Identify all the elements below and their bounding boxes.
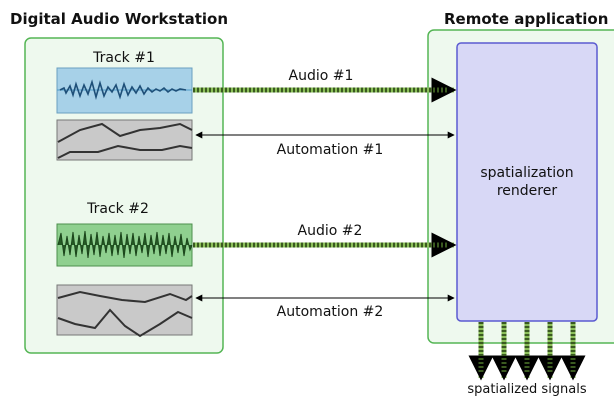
track1-waveform	[56, 67, 193, 114]
automation1-label: Automation #1	[277, 142, 384, 158]
spatialization-renderer	[456, 42, 598, 322]
daw-title: Digital Audio Workstation	[10, 10, 228, 28]
output-arrows	[468, 322, 586, 381]
daw-panel	[24, 37, 224, 354]
track1-label: Track #1	[92, 50, 155, 66]
renderer-label-line2: renderer	[497, 183, 557, 199]
remote-title: Remote application	[444, 10, 608, 28]
renderer-label-line1: spatialization	[480, 165, 573, 181]
automation2-label: Automation #2	[277, 304, 384, 320]
audio1-label: Audio #1	[289, 68, 354, 84]
track2-label: Track #2	[86, 201, 149, 217]
track1-automation	[56, 119, 193, 161]
track2-waveform	[56, 223, 193, 267]
audio2-label: Audio #2	[298, 223, 363, 239]
output-label: spatialized signals	[467, 382, 587, 397]
track2-automation	[56, 284, 193, 338]
